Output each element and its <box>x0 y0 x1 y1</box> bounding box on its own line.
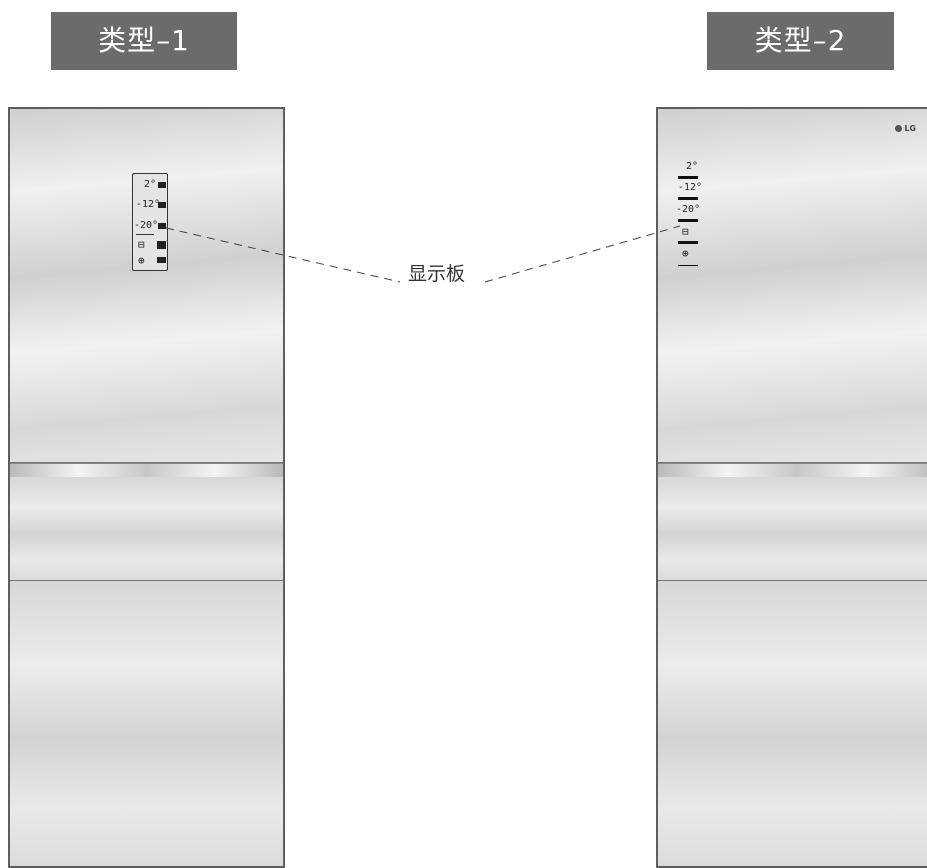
freezer-temp-a-readout: -12° <box>136 199 161 210</box>
ice-mode-indicator <box>678 241 698 244</box>
lock-indicator <box>678 265 698 266</box>
refrigerator-type-1: 2° -12° -20° ⊟ ⊕ <box>8 107 285 868</box>
freezer-temp-a-indicator <box>678 197 698 200</box>
ice-mode-icon: ⊟ <box>138 238 145 251</box>
freezer-temp-a-indicator <box>158 202 166 208</box>
brand-name: LG <box>904 124 916 133</box>
freezer-temp-b-readout: -20° <box>676 204 701 215</box>
middle-drawer <box>658 477 927 581</box>
freezer-temp-a-readout: -12° <box>678 182 703 193</box>
middle-drawer <box>10 477 283 581</box>
lock-button[interactable] <box>157 257 166 263</box>
refrigerator-type-2: LG 2° -12° -20° ⊟ ⊕ <box>656 107 927 868</box>
ice-mode-button[interactable] <box>157 241 166 249</box>
type-1-label: 类型–1 <box>51 12 237 70</box>
fridge-temp-readout: 2° <box>686 161 699 172</box>
lower-drawer <box>10 581 283 866</box>
lock-icon: ⊕ <box>682 247 689 260</box>
upper-door: LG 2° -12° -20° ⊟ ⊕ <box>658 109 927 463</box>
upper-door: 2° -12° -20° ⊟ ⊕ <box>10 109 283 463</box>
leader-line-type-2 <box>484 225 681 283</box>
brand-logo: LG <box>895 124 916 133</box>
freezer-temp-b-readout: -20° <box>134 220 159 231</box>
lg-logo-icon <box>895 125 903 132</box>
leader-line-type-1 <box>165 227 401 283</box>
fridge-temp-indicator <box>678 176 698 179</box>
lower-drawer <box>658 581 927 866</box>
type-2-label: 类型–2 <box>707 12 894 70</box>
freezer-temp-b-indicator <box>678 219 698 222</box>
ice-mode-icon: ⊟ <box>682 225 689 238</box>
display-panel-callout: 显示板 <box>404 259 470 286</box>
fridge-temp-readout: 2° <box>144 179 157 190</box>
display-panel: 2° -12° -20° ⊟ ⊕ <box>132 173 168 271</box>
panel-divider <box>136 234 154 235</box>
lock-icon: ⊕ <box>138 254 145 267</box>
freezer-temp-b-indicator <box>158 223 166 229</box>
fridge-temp-indicator <box>158 182 166 188</box>
